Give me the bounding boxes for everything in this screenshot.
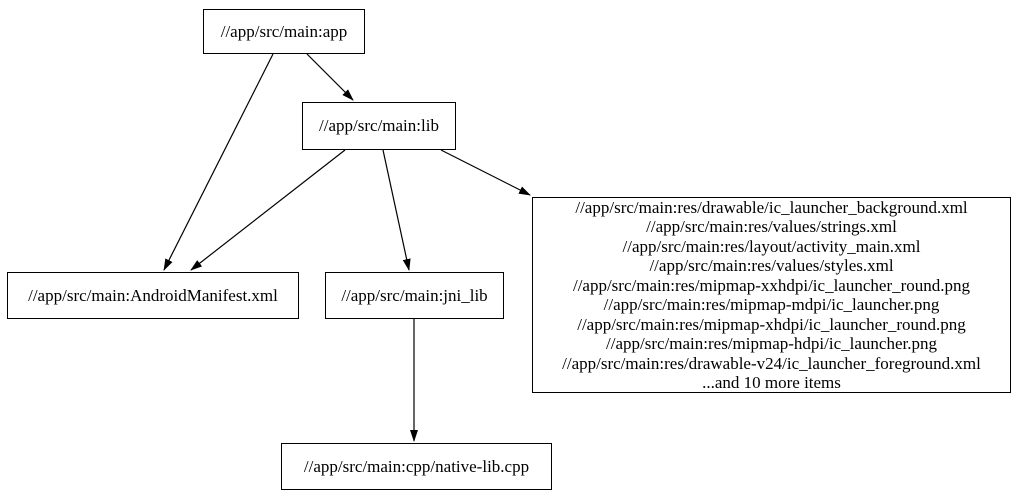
node-native-lib-cpp-label: //app/src/main:cpp/native-lib.cpp xyxy=(303,456,530,476)
node-android-manifest-label: //app/src/main:AndroidManifest.xml xyxy=(28,285,278,305)
resource-line: //app/src/main:res/mipmap-mdpi/ic_launch… xyxy=(603,295,940,314)
edge-app-to-manifest xyxy=(163,53,274,271)
resource-line: //app/src/main:res/drawable-v24/ic_launc… xyxy=(562,353,981,373)
node-native-lib-cpp: //app/src/main:cpp/native-lib.cpp xyxy=(281,443,552,490)
resource-line: //app/src/main:res/drawable/ic_launcher_… xyxy=(575,197,968,217)
resource-line: //app/src/main:res/values/styles.xml xyxy=(649,256,894,275)
edge-app-to-lib xyxy=(306,53,354,101)
resource-line: //app/src/main:res/values/strings.xml xyxy=(646,217,897,236)
node-android-manifest: //app/src/main:AndroidManifest.xml xyxy=(7,272,299,319)
edge-lib-to-resources xyxy=(440,149,531,196)
node-jni-lib: //app/src/main:jni_lib xyxy=(325,272,504,319)
resource-line: //app/src/main:res/layout/activity_main.… xyxy=(622,236,921,256)
node-lib-label: //app/src/main:lib xyxy=(319,116,439,136)
resource-line: //app/src/main:res/mipmap-hdpi/ic_launch… xyxy=(606,334,937,353)
node-app-label: //app/src/main:app xyxy=(220,21,348,41)
resource-line: //app/src/main:res/mipmap-xxhdpi/ic_laun… xyxy=(572,275,971,295)
node-resources: //app/src/main:res/drawable/ic_launcher_… xyxy=(532,197,1011,393)
edge-lib-to-jni-lib xyxy=(382,149,411,271)
resource-more-items: ...and 10 more items xyxy=(702,373,841,392)
node-lib: //app/src/main:lib xyxy=(302,102,456,150)
resource-line: //app/src/main:res/mipmap-xhdpi/ic_launc… xyxy=(577,314,966,334)
edge-lib-to-manifest xyxy=(190,149,346,271)
node-app: //app/src/main:app xyxy=(203,9,365,54)
node-jni-lib-label: //app/src/main:jni_lib xyxy=(341,285,488,305)
